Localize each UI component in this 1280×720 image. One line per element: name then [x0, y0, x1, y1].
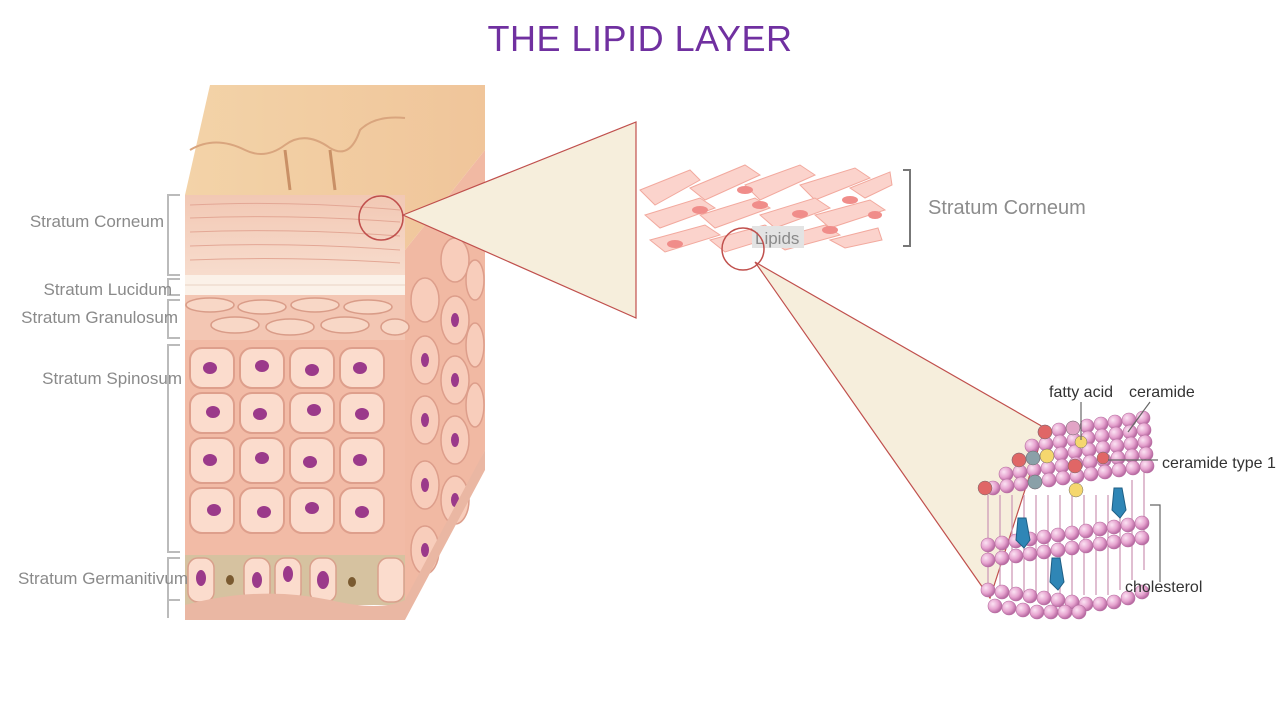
- zoom-callout-corneum: [401, 121, 637, 319]
- lipid-dots: [667, 186, 882, 248]
- skin-corneum-face: [185, 195, 405, 275]
- label-cholesterol: cholesterol: [1125, 579, 1202, 596]
- label-stratum-spinosum: Stratum Spinosum: [42, 369, 182, 388]
- label-ceramide: ceramide: [1129, 384, 1195, 401]
- label-stratum-granulosum: Stratum Granulosum: [21, 308, 178, 327]
- lipid-bilayer: [977, 410, 1155, 620]
- skin-dermis: [185, 450, 485, 620]
- zoom-circle-skin: [358, 195, 404, 241]
- bilayer-colored-heads: [977, 420, 1110, 498]
- label-stratum-corneum: Stratum Corneum: [30, 212, 164, 231]
- zoom-circle-lipids: [721, 227, 765, 271]
- molecule-pointers: [1080, 401, 1161, 582]
- label-stratum-lucidum: Stratum Lucidum: [44, 280, 173, 299]
- zoom-callout-lipids: [754, 261, 1046, 600]
- lipids-label-bg: [752, 226, 804, 248]
- bilayer-bottom-heads: [980, 515, 1150, 620]
- skin-corneum-lines: [189, 202, 401, 264]
- label-stratum-germanitivum: Stratum Germanitivum: [18, 569, 188, 588]
- skin-block: [185, 85, 485, 620]
- bilayer-top-heads: [985, 410, 1155, 496]
- skin-cell-nuclei: [203, 360, 369, 518]
- lipids-label: Lipids: [755, 229, 799, 248]
- skin-side-nuclei: [421, 313, 459, 557]
- skin-top-ridges: [189, 116, 406, 155]
- skin-granulosum-cells: [185, 297, 410, 336]
- page-title: THE LIPID LAYER: [487, 18, 793, 59]
- cholesterol-molecules: [1015, 487, 1127, 591]
- zoom-label-stratum-corneum: Stratum Corneum: [928, 197, 1086, 219]
- zoom-bracket-corneum: [903, 169, 911, 247]
- label-ceramide-type-1: ceramide type 1: [1162, 455, 1276, 472]
- layer-brackets: [167, 194, 180, 618]
- label-fatty-acid: fatty acid: [1049, 384, 1113, 401]
- skin-basal-nuclei: [196, 566, 356, 589]
- skin-top-ridge-2: [283, 149, 337, 191]
